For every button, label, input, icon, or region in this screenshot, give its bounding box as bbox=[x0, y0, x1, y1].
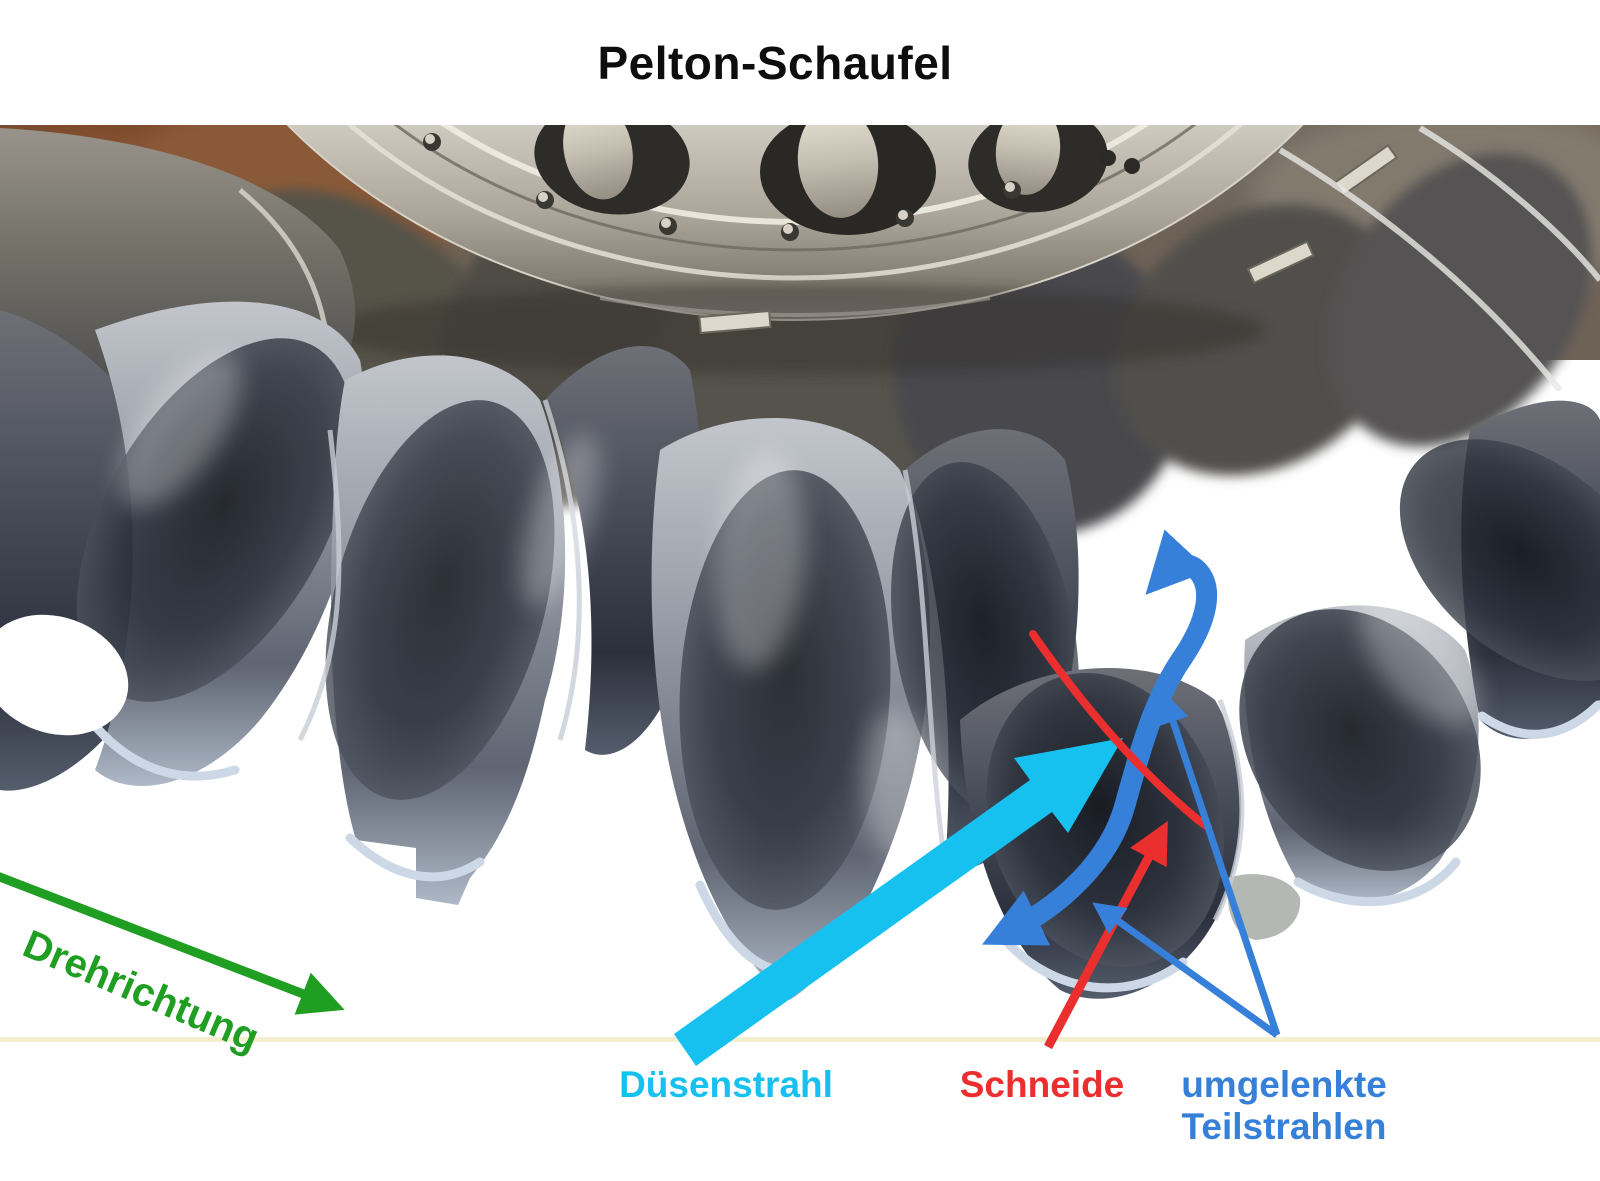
flange-bolt bbox=[896, 209, 914, 227]
specular-highlights bbox=[118, 352, 1480, 870]
bucket-rim-highlight bbox=[345, 833, 485, 882]
bucket-edge-highlight bbox=[1227, 874, 1301, 940]
deflected-jets-label-line2: Teilstrahlen bbox=[1181, 1106, 1387, 1147]
flange-bolts bbox=[423, 133, 1140, 241]
blade-edge bbox=[902, 469, 948, 866]
bucket-rim-highlight bbox=[1477, 700, 1600, 739]
deflected-jet-pointer-arrow bbox=[1157, 690, 1281, 1037]
flange-ring bbox=[393, 125, 1197, 252]
splitter-edge-label: Schneide bbox=[959, 1064, 1125, 1105]
photo-area bbox=[0, 125, 1600, 1000]
bucket-rim-highlight bbox=[1293, 857, 1461, 907]
flange-bolt bbox=[659, 217, 677, 235]
blade-edge bbox=[1418, 125, 1600, 282]
flange-bolt bbox=[1100, 150, 1140, 174]
photo-divider-line bbox=[0, 1037, 1600, 1042]
bucket-cavity bbox=[325, 400, 555, 800]
turbine-bucket-back bbox=[1114, 204, 1406, 476]
bucket-opening bbox=[0, 614, 129, 736]
flange-stud bbox=[797, 125, 879, 218]
flange-bolt bbox=[1003, 181, 1021, 199]
flange-bolt bbox=[423, 133, 441, 151]
deflected-jet-pointer-arrow bbox=[1092, 902, 1280, 1038]
deflected-jets-label: umgelenkte Teilstrahlen bbox=[1181, 1064, 1387, 1148]
deflected-jets-label-line1: umgelenkte bbox=[1181, 1064, 1387, 1105]
flange-stud bbox=[995, 125, 1061, 195]
blade-edge bbox=[1212, 699, 1245, 922]
flange-bolt bbox=[536, 191, 554, 209]
bucket-mount-tab bbox=[1246, 240, 1315, 285]
blade-edge bbox=[542, 399, 582, 741]
splitter-edge-pointer-arrow bbox=[1044, 821, 1168, 1050]
splitter-edge-line bbox=[1029, 630, 1212, 831]
flange-ring bbox=[346, 125, 1244, 281]
bucket-rim-highlight bbox=[1000, 935, 1188, 993]
flange-bolt bbox=[781, 223, 799, 241]
deflected-jet-band-arrow bbox=[982, 529, 1218, 946]
bucket-cavity bbox=[1399, 439, 1600, 681]
blade-edge bbox=[297, 429, 342, 742]
page-title: Pelton-Schaufel bbox=[597, 37, 953, 89]
blade-edge-highlights bbox=[297, 125, 1600, 922]
flange-bores bbox=[534, 125, 1108, 235]
rotation-direction-arrow bbox=[0, 872, 345, 1015]
flange-shadow bbox=[325, 285, 1265, 375]
blade-edge bbox=[1278, 147, 1563, 392]
flange-stud bbox=[563, 125, 633, 200]
bucket-mount-tab bbox=[698, 309, 772, 335]
runner-hub-flange bbox=[286, 125, 1304, 321]
nozzle-jet-label: Düsenstrahl bbox=[619, 1064, 833, 1105]
